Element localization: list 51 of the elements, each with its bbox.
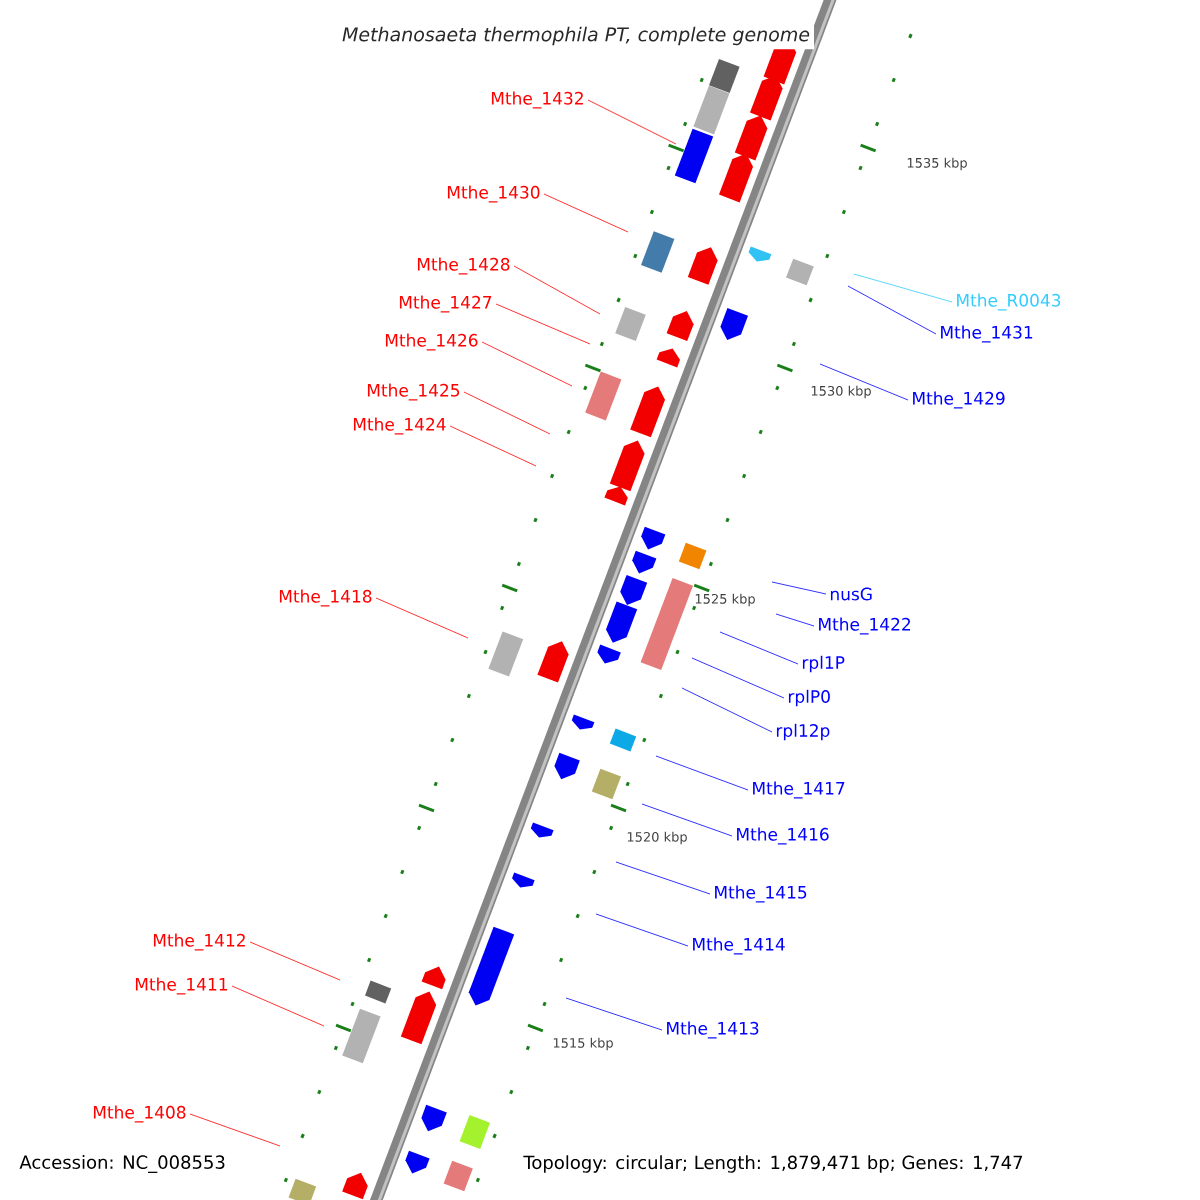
leader-line bbox=[231, 985, 325, 1027]
gene-label: Mthe_1427 bbox=[399, 295, 492, 313]
leader-line bbox=[587, 99, 677, 145]
gene-label: Mthe_1424 bbox=[353, 417, 446, 435]
leader-line bbox=[853, 273, 953, 303]
leader-line bbox=[375, 597, 469, 639]
title: Methanosaeta thermophila PT, complete genome bbox=[338, 22, 814, 50]
gene-label: Mthe_1428 bbox=[417, 257, 510, 275]
leader-line bbox=[189, 1113, 281, 1147]
gene-label: Mthe_1432 bbox=[491, 91, 583, 109]
leader-line bbox=[775, 613, 815, 627]
leader-line bbox=[641, 803, 733, 837]
gene-label: rpl12p bbox=[776, 723, 830, 741]
leader-line bbox=[615, 861, 711, 895]
gene-label: Mthe_1425 bbox=[367, 383, 460, 401]
gene-label: Mthe_R0043 bbox=[957, 293, 1061, 311]
leader-line bbox=[655, 755, 749, 791]
gene-label: Mthe_1411 bbox=[135, 977, 228, 995]
gene-label: Mthe_1418 bbox=[279, 589, 372, 607]
gene-label: Mthe_1431 bbox=[941, 325, 1033, 343]
leader-line bbox=[719, 631, 799, 665]
gene-label: Mthe_1429 bbox=[913, 391, 1005, 409]
gene-label: nusG bbox=[830, 587, 872, 601]
leader-line bbox=[847, 285, 937, 335]
leader-line bbox=[513, 265, 601, 315]
gene-label: rplP0 bbox=[788, 689, 830, 707]
leader-line bbox=[543, 193, 629, 233]
leader-line bbox=[771, 581, 827, 595]
leader-line bbox=[481, 341, 573, 387]
leader-line bbox=[449, 425, 537, 467]
leader-line bbox=[595, 913, 689, 947]
gene-label: rpl1P bbox=[802, 655, 845, 673]
gene-label: Mthe_1417 bbox=[753, 781, 845, 799]
leader-line bbox=[249, 941, 341, 981]
leader-line bbox=[565, 997, 663, 1031]
gene-label: Mthe_1426 bbox=[385, 333, 478, 351]
info-text: Topology: circular; Length: 1,879,471 bp; Genes: 1,747 bbox=[520, 1152, 1027, 1176]
leader-line bbox=[495, 303, 591, 345]
gene-label: Mthe_1413 bbox=[667, 1021, 759, 1039]
gene-label: Mthe_1430 bbox=[447, 185, 540, 203]
leader-line bbox=[681, 687, 773, 733]
gene-label: Mthe_1422 bbox=[819, 617, 911, 635]
gene-label: Mthe_1414 bbox=[693, 937, 785, 955]
gene-label: Mthe_1412 bbox=[153, 933, 245, 951]
leader-line bbox=[463, 391, 551, 435]
gene-label: Mthe_1408 bbox=[93, 1105, 186, 1123]
gene-label: Mthe_1415 bbox=[715, 885, 807, 903]
leader-line bbox=[819, 363, 909, 401]
info-text: Accession: NC_008553 bbox=[16, 1152, 229, 1176]
gene-label: Mthe_1416 bbox=[737, 827, 829, 845]
leader-line bbox=[691, 657, 785, 699]
